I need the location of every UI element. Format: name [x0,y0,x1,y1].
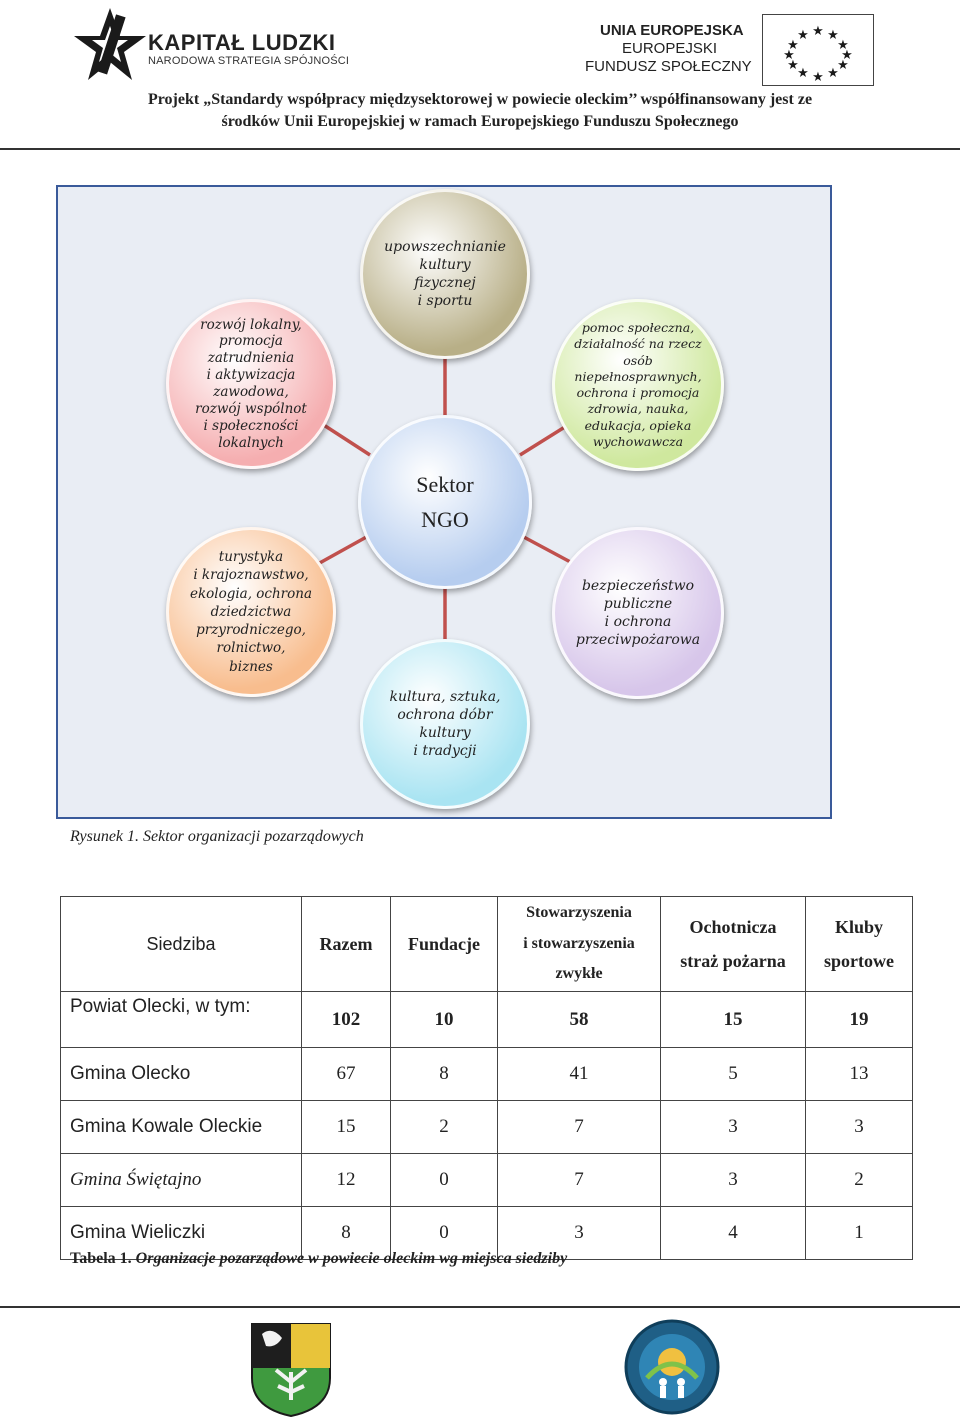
cell-stow: 41 [497,1047,661,1101]
kapital-ludzki-logo [72,6,342,88]
header-stowarzyszenia: Stowarzyszenia i stowarzyszenia zwykłe [497,896,661,992]
node-tourism-ecology: turystyka i krajoznawstwo, ekologia, och… [166,527,336,697]
svg-text:★: ★ [787,58,799,73]
header-kluby-line1: Kluby [834,916,884,937]
kapital-ludzki-subtitle: NARODOWA STRATEGIA SPÓJNOŚCI [148,55,350,67]
node-social-aid: pomoc społeczna, działalność na rzecz os… [552,299,724,471]
cell-fundacje: 0 [390,1153,498,1207]
footer-divider [0,1306,960,1308]
svg-text:★: ★ [812,24,824,39]
header-kluby: Kluby sportowe [805,896,913,992]
community-emblem-icon [623,1318,721,1416]
svg-text:★: ★ [797,66,809,81]
svg-text:★: ★ [787,38,799,53]
table-caption-prefix: Tabela 1. [70,1250,132,1267]
ue-logo-line2: EUROPEJSKI [622,40,718,57]
node-ngo-center: Sektor NGO [358,415,532,589]
figure-caption: Rysunek 1. Sektor organizacji pozarządow… [70,828,364,845]
node-sport: upowszechnianie kultury fizycznej i spor… [360,189,530,359]
cell-kluby: 2 [805,1153,913,1207]
table-caption-text: Organizacje pozarządowe w powiecie oleck… [131,1250,568,1267]
cell-razem: 8 [301,1206,391,1260]
svg-text:★: ★ [841,48,853,63]
coat-of-arms-icon [248,1320,334,1418]
cell-razem: 67 [301,1047,391,1101]
header-osp-line2: straż pożarna [680,951,786,971]
row-name: Gmina Olecko [60,1047,302,1101]
cell-osp: 4 [660,1206,806,1260]
ue-logo-line1: UNIA EUROPEJSKA [600,22,744,39]
table-row: Gmina Olecko 67 8 41 5 13 [60,1047,913,1101]
header-divider [0,148,960,150]
row-name: Powiat Olecki, w tym: [60,991,302,1048]
svg-text:★: ★ [837,38,849,53]
cell-kluby: 3 [805,1100,913,1154]
header-stow-line1: Stowarzyszenia [526,904,632,922]
header-razem: Razem [301,896,391,992]
cell-osp: 15 [660,991,806,1048]
table-row: Gmina Świętajno 12 0 7 3 2 [60,1153,913,1207]
project-title-line2: środków Unii Europejskiej w ramach Europ… [221,113,739,130]
cell-stow: 58 [497,991,661,1048]
eu-flag-icon: ★★★ ★★★ ★★★ ★★★ [762,14,874,86]
cell-osp: 3 [660,1100,806,1154]
table-row: Gmina Wieliczki 8 0 3 4 1 [60,1206,913,1260]
cell-kluby: 13 [805,1047,913,1101]
svg-text:★: ★ [797,28,809,43]
connector-lower-right [519,533,577,567]
svg-text:★: ★ [783,48,795,63]
row-name: Gmina Wieliczki [60,1206,302,1260]
cell-fundacje: 10 [390,991,498,1048]
connector-lower-left [315,533,371,567]
node-culture: kultura, sztuka, ochrona dóbr kultury i … [360,639,530,809]
row-name: Gmina Świętajno [60,1153,302,1207]
cell-razem: 15 [301,1100,391,1154]
svg-text:★: ★ [827,28,839,43]
cell-stow: 7 [497,1100,661,1154]
header-osp: Ochotnicza straż pożarna [660,896,806,992]
project-title-line1: Projekt „Standardy współpracy międzysekt… [147,91,813,108]
svg-text:★: ★ [812,70,824,85]
cell-razem: 102 [301,991,391,1048]
table-caption: Tabela 1. Organizacje pozarządowe w powi… [70,1250,567,1268]
node-local-development: rozwój lokalny, promocja zatrudnienia i … [166,299,336,469]
cell-stow: 3 [497,1206,661,1260]
table-row: Gmina Kowale Oleckie 15 2 7 3 3 [60,1100,913,1154]
header-fundacje: Fundacje [390,896,498,992]
cell-kluby: 1 [805,1206,913,1260]
header-osp-line1: Ochotnicza [689,916,777,937]
svg-text:★: ★ [837,58,849,73]
svg-text:★: ★ [827,66,839,81]
node-public-safety: bezpieczeństwo publiczne i ochrona przec… [552,527,724,699]
ngo-table: Siedziba Razem Fundacje Stowarzyszenia i… [60,896,913,1260]
connector-upper-left [315,418,371,457]
table-row: Powiat Olecki, w tym: 102 10 58 15 19 [60,991,913,1048]
cell-fundacje: 0 [390,1206,498,1260]
table-header-row: Siedziba Razem Fundacje Stowarzyszenia i… [60,896,913,992]
cell-osp: 5 [660,1047,806,1101]
cell-fundacje: 2 [390,1100,498,1154]
cell-stow: 7 [497,1153,661,1207]
kapital-ludzki-emblem-icon [74,8,146,80]
cell-razem: 12 [301,1153,391,1207]
header-siedziba: Siedziba [60,896,302,992]
header-stow-line2: i stowarzyszenia [523,934,635,952]
cell-osp: 3 [660,1153,806,1207]
kapital-ludzki-title: KAPITAŁ LUDZKI [148,30,336,55]
ngo-sector-diagram: upowszechnianie kultury fizycznej i spor… [56,185,832,819]
ue-logo-line3: FUNDUSZ SPOŁECZNY [585,58,752,75]
cell-kluby: 19 [805,991,913,1048]
header-kluby-line2: sportowe [824,951,894,971]
header-stow-line3: zwykłe [555,965,603,983]
row-name: Gmina Kowale Oleckie [60,1100,302,1154]
cell-fundacje: 8 [390,1047,498,1101]
